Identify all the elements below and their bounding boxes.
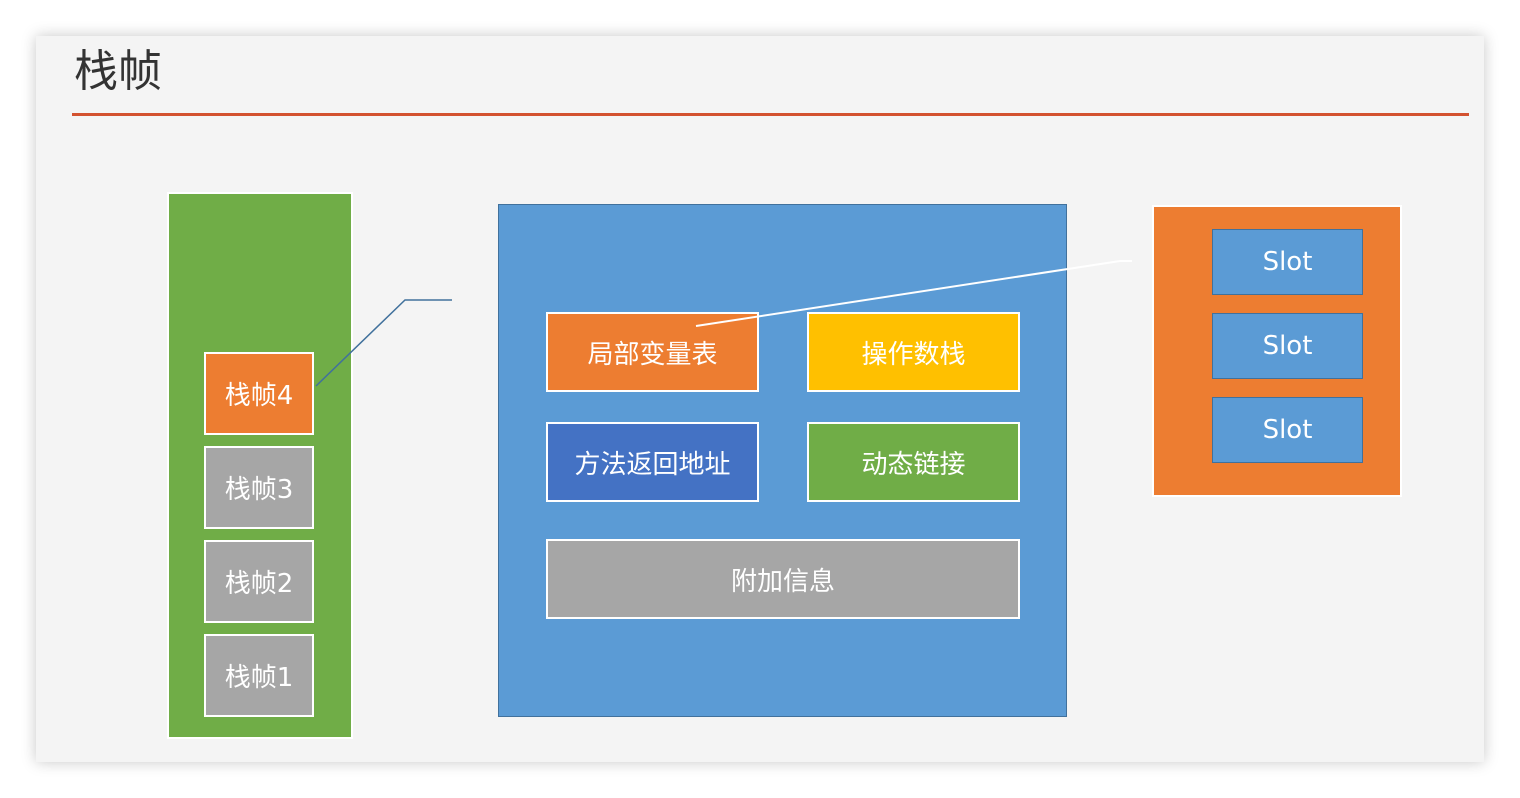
additional-info-box: 附加信息 <box>546 539 1020 619</box>
stack-frame-1: 栈帧1 <box>204 634 314 717</box>
stack-frame-4: 栈帧4 <box>204 352 314 435</box>
local-variable-table-box: 局部变量表 <box>546 312 759 392</box>
return-address-box: 方法返回地址 <box>546 422 759 502</box>
slide-title: 栈帧 <box>74 46 162 97</box>
operand-stack-box: 操作数栈 <box>807 312 1020 392</box>
slot-2: Slot <box>1212 313 1363 379</box>
dynamic-linking-box: 动态链接 <box>807 422 1020 502</box>
slot-3: Slot <box>1212 397 1363 463</box>
slot-1: Slot <box>1212 229 1363 295</box>
stack-frame-3: 栈帧3 <box>204 446 314 529</box>
stack-frame-2: 栈帧2 <box>204 540 314 623</box>
slide: 栈帧 栈帧4 栈帧3 栈帧2 栈帧1 局部变量表 操作数栈 方法返回地址 动态链… <box>36 36 1484 762</box>
title-underline <box>72 113 1469 116</box>
